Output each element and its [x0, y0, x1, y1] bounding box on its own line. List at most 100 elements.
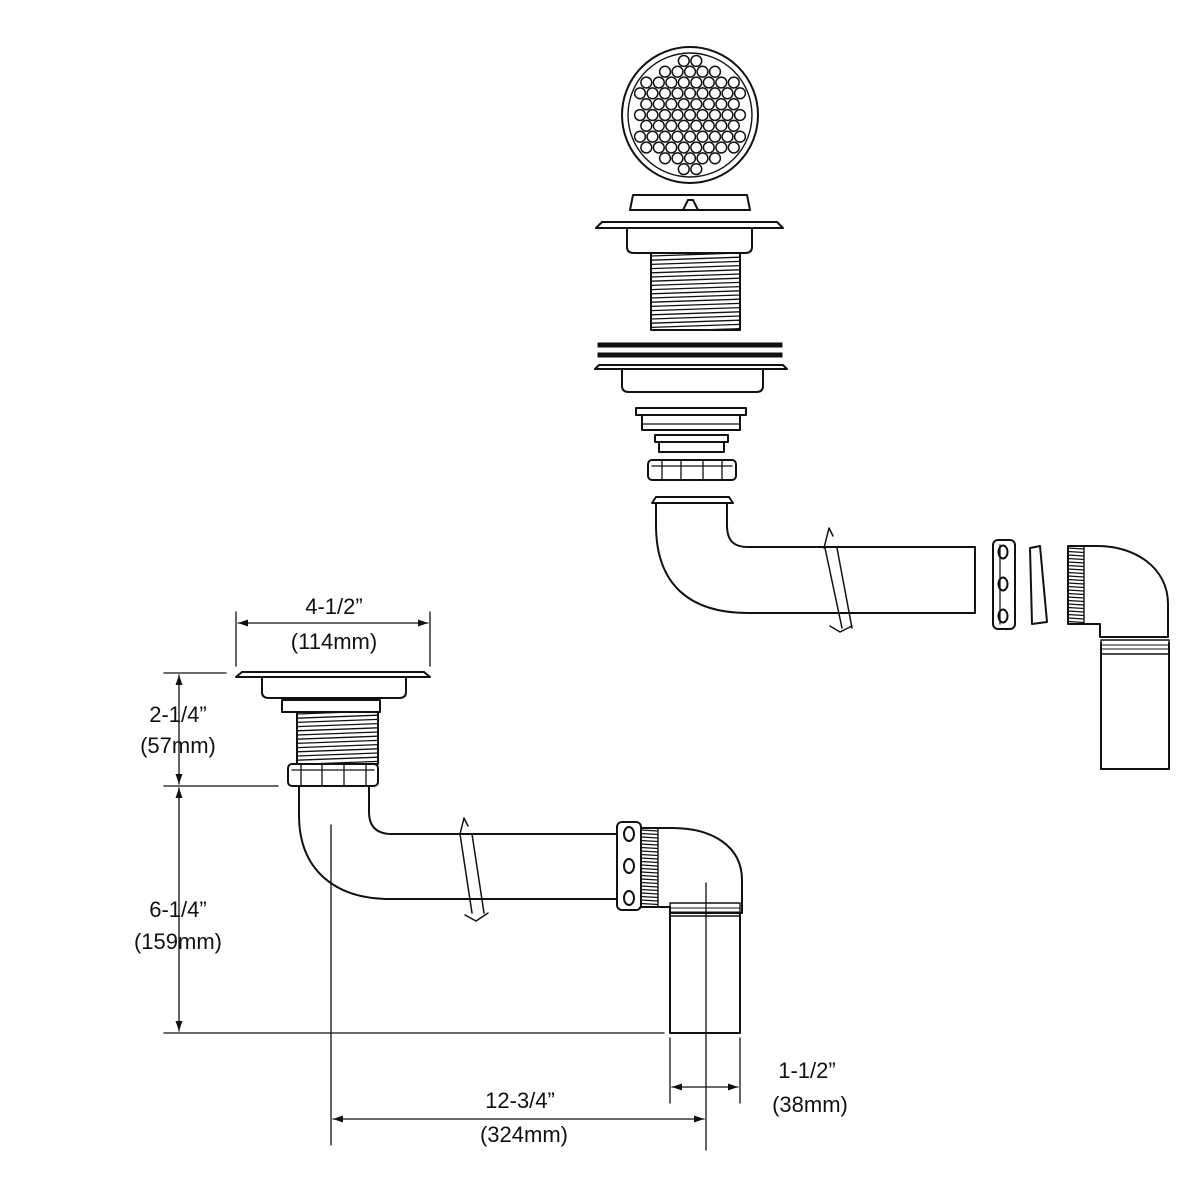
strainer-hole [690, 162, 703, 176]
thread-ridge [1068, 620, 1084, 624]
strainer-hole [671, 152, 684, 165]
thread-ridge [1068, 617, 1084, 620]
assembled-flange [235, 671, 431, 699]
assembled-threaded-body [281, 699, 381, 765]
drop-height-metric-label: (159mm) [134, 929, 222, 954]
strainer-hole [721, 130, 734, 143]
strainer-hole [671, 87, 684, 100]
thread-line [651, 256, 740, 261]
strainer-hole [696, 152, 709, 165]
strainer-hole [696, 87, 709, 100]
strainer-hole [702, 141, 715, 154]
thread-ridge [641, 832, 658, 836]
strainer-hole [646, 130, 659, 143]
thread-ridge [641, 836, 658, 839]
thread-ridge [641, 853, 658, 857]
thread-ridge [641, 885, 658, 888]
thread-ridge [641, 860, 658, 864]
thread-ridge [1068, 592, 1084, 596]
elbow-pipe [655, 502, 976, 633]
thread-ridge [1068, 585, 1084, 589]
strainer-hole [733, 130, 747, 143]
assembled-view [235, 671, 743, 1034]
thread-ridge [641, 857, 658, 860]
run-metric-label: (324mm) [480, 1122, 568, 1147]
thread-line [297, 722, 378, 728]
locknut-parts [635, 407, 747, 453]
thread-ridge [1068, 603, 1084, 606]
thread-ridge [641, 899, 658, 902]
thread-line [297, 718, 378, 724]
thread-ridge [1068, 578, 1084, 582]
strainer-hole [633, 130, 647, 143]
thread-line [651, 281, 740, 287]
thread-ridge [641, 895, 658, 899]
strainer-hole [708, 87, 722, 100]
thread-line [651, 319, 740, 324]
tailpiece-imperial-label: 1-1/2” [778, 1058, 835, 1083]
thread-ridge [641, 829, 658, 832]
thread-ridge [641, 850, 658, 853]
thread-ridge [1068, 582, 1084, 585]
strainer-hole [640, 76, 653, 89]
thread-ridge [641, 839, 658, 843]
coupling-nut [647, 459, 737, 481]
strainer-hole [652, 98, 665, 111]
thread-ridge [641, 867, 658, 871]
strainer-hole [652, 119, 665, 132]
strainer-hole [727, 141, 740, 154]
tailpiece-metric-label: (38mm) [772, 1092, 848, 1117]
thread-line [297, 735, 378, 740]
strainer-hole [640, 119, 653, 132]
strainer-hole [690, 98, 703, 111]
strainer-hole [733, 87, 747, 100]
strainer-hole [665, 98, 678, 111]
thread-ridge [641, 874, 658, 878]
dimension-labels: 4-1/2” (114mm) 2-1/4” (57mm) 6-1/4” (159… [134, 594, 848, 1147]
strainer-hole [658, 152, 672, 165]
thread-line [651, 253, 740, 257]
thread-ridge [1068, 606, 1084, 610]
fiber-washer-cup [594, 364, 788, 393]
strainer-hole [715, 76, 728, 89]
strainer-hole [658, 65, 672, 78]
thread-line [297, 739, 378, 745]
strainer-hole [715, 98, 728, 111]
strainer-hole [646, 87, 659, 100]
thread-line [651, 294, 740, 299]
strainer-hole [646, 108, 659, 122]
thread-ridge [641, 892, 658, 895]
thread-ridge [1068, 547, 1084, 550]
strainer-hole [702, 119, 715, 132]
body-height-metric-label: (57mm) [140, 733, 216, 758]
strainer-hole [658, 108, 672, 122]
thread-line [297, 743, 378, 749]
strainer-hole [671, 65, 684, 78]
thread-ridge [1068, 571, 1084, 575]
dimension-lines [163, 611, 741, 1151]
thread-ridge [1068, 554, 1084, 557]
thread-line [651, 302, 740, 308]
strainer-hole [708, 152, 722, 165]
strainer-hole [708, 108, 722, 122]
strainer-hole [677, 98, 690, 111]
strainer-hole [665, 76, 678, 89]
thread-ridge [641, 846, 658, 850]
body-height-imperial-label: 2-1/4” [149, 702, 206, 727]
strainer-hole [677, 119, 690, 132]
strainer-hole [715, 119, 728, 132]
thread-line [297, 756, 378, 761]
assembled-elbow-pipe [298, 785, 618, 922]
strainer-hole [727, 98, 740, 111]
thread-line [651, 260, 740, 266]
thread-ridge [1068, 613, 1084, 617]
strainer-hole [671, 108, 684, 122]
thread-line [651, 264, 740, 270]
thread-ridge [1068, 596, 1084, 599]
thread-line [297, 731, 378, 736]
strainer-hole [727, 119, 740, 132]
strainer-hole [696, 130, 709, 143]
thread-ridge [641, 871, 658, 874]
